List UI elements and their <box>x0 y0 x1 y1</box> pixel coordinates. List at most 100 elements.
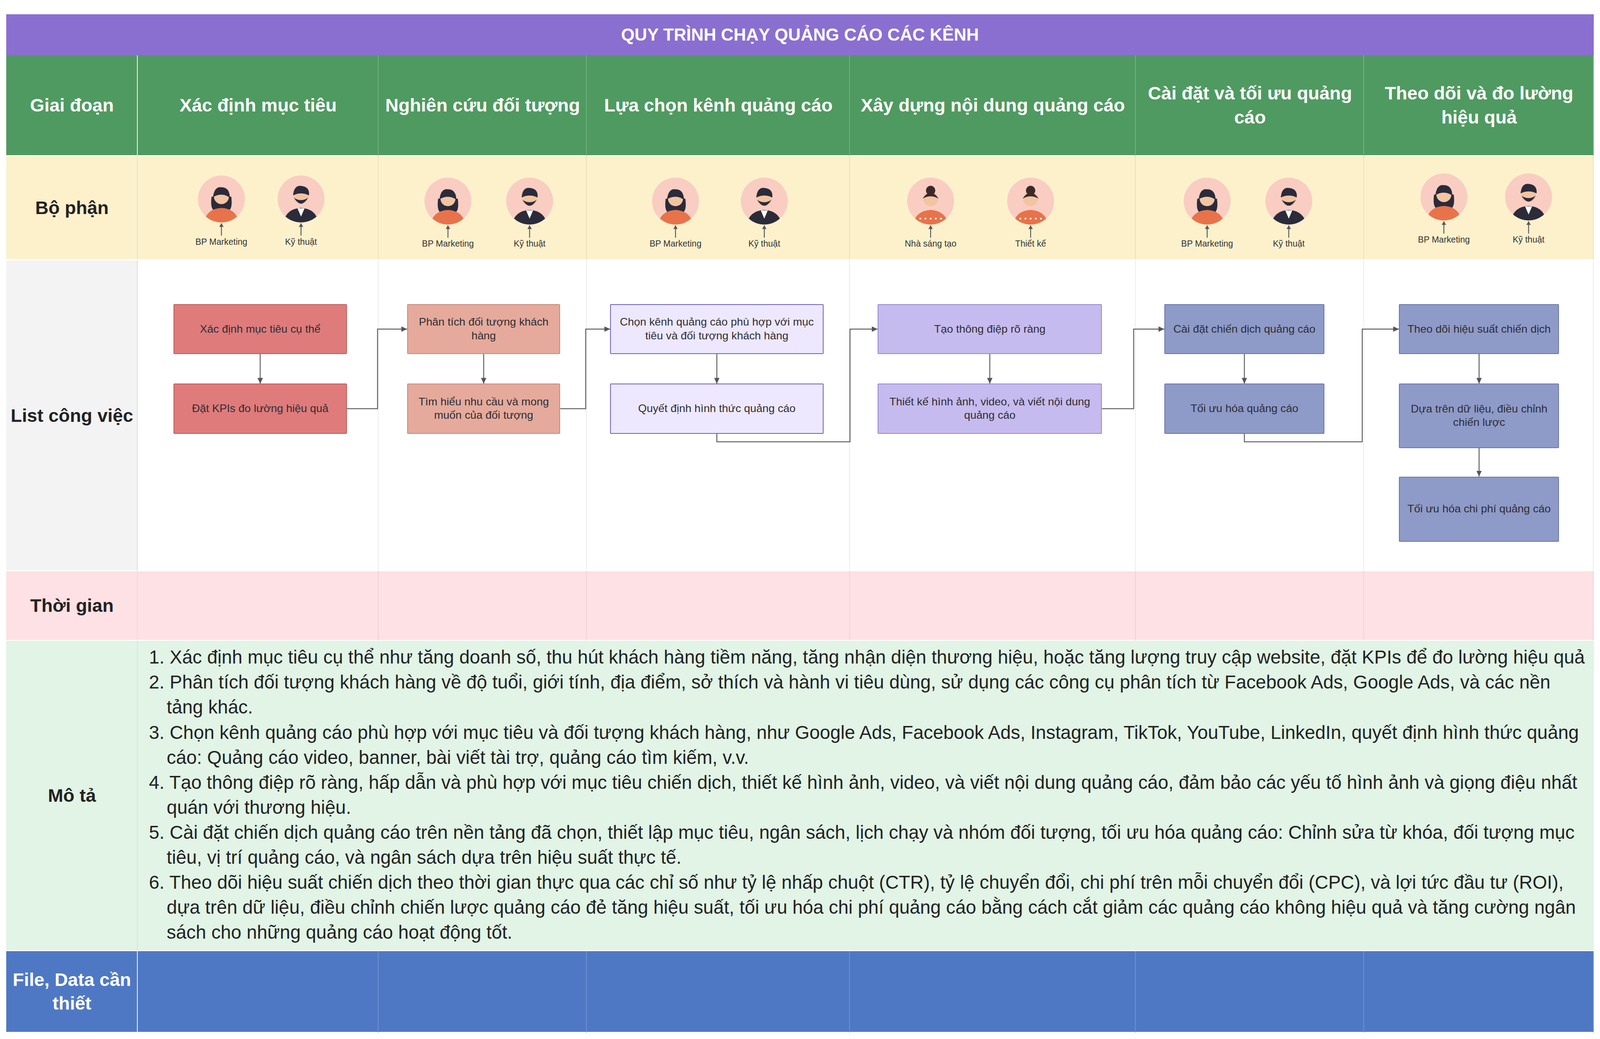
role-caption: BP Marketing <box>170 235 273 248</box>
dots <box>1029 217 1032 220</box>
hair-top <box>1280 187 1297 198</box>
beard <box>1521 195 1536 202</box>
column-header: Theo dõi và đo lường hiệu quả <box>1368 81 1591 130</box>
avatar-inner <box>1189 189 1225 227</box>
table-cell <box>1364 156 1594 260</box>
person-avatar <box>1007 177 1055 227</box>
role-caption: Kỹ thuật <box>1237 237 1341 250</box>
role-caption: BP Marketing <box>1156 237 1259 250</box>
table-cell <box>1364 571 1594 641</box>
role-caption: Kỹ thuật <box>748 238 780 250</box>
description-item: 1. Xác định mục tiêu cụ thể như tăng doa… <box>148 644 1592 670</box>
body <box>283 207 319 225</box>
row-header: Thời gian <box>6 571 138 641</box>
dots <box>924 217 927 220</box>
pointer-head <box>673 225 678 229</box>
dots <box>940 217 942 220</box>
role-caption: BP Marketing <box>1418 234 1470 246</box>
body <box>1189 210 1225 227</box>
person-avatar <box>907 177 954 227</box>
body <box>1426 206 1462 223</box>
box-text: Theo dõi hiệu suất chiến dịch <box>1407 322 1551 337</box>
description-list: 1. Xác định mục tiêu cụ thể như tăng doa… <box>148 644 1592 949</box>
role-caption: Kỹ thuật <box>250 235 353 248</box>
person-avatar <box>1265 177 1312 227</box>
table-cell <box>1135 951 1365 1033</box>
table-cell <box>378 951 587 1033</box>
description-item: 6. Theo dõi hiệu suất chiến dịch theo th… <box>148 870 1592 945</box>
description-item: 5. Cài đặt chiến dịch quảng cáo trên nền… <box>148 820 1592 871</box>
column-header: Nghiên cứu đối tượng <box>378 55 587 157</box>
dots <box>1024 217 1027 220</box>
pointer-head <box>1028 225 1033 229</box>
box-text: Tối ưu hóa chi phí quảng cáo <box>1407 502 1551 516</box>
shirt <box>1525 206 1533 215</box>
avatar-inner <box>746 187 782 227</box>
table-cell <box>1135 571 1365 641</box>
dots <box>1019 217 1022 220</box>
person-avatar <box>1505 173 1552 223</box>
role-caption: Kỹ thuật <box>1272 238 1305 250</box>
table-cell <box>137 951 379 1033</box>
body <box>746 210 782 227</box>
row-header: Bộ phận <box>35 196 109 221</box>
pointer-head <box>1526 221 1531 225</box>
avatar-inner <box>283 185 319 225</box>
shirt <box>297 208 305 217</box>
column-header: Lựa chọn kênh quảng cáo <box>604 93 833 118</box>
pointer-head <box>762 225 767 229</box>
role-caption: Kỹ thuật <box>284 236 317 248</box>
hair-top <box>667 189 685 200</box>
hair-top <box>922 192 939 199</box>
row-header: Giai đoạn <box>6 55 138 157</box>
person-avatar <box>424 177 472 227</box>
role-caption: BP Marketing <box>624 237 727 250</box>
table-cell <box>137 156 379 260</box>
role-caption: Kỹ thuật <box>1512 234 1545 246</box>
avatar-circle <box>506 177 553 225</box>
column-header: Xác định mục tiêu <box>179 93 337 118</box>
person-avatar <box>1420 173 1468 223</box>
column-header: Nghiên cứu đối tượng <box>385 93 581 118</box>
pointer-head <box>928 225 933 229</box>
row-header: File, Data cần thiết <box>10 968 134 1016</box>
avatar-inner <box>430 189 466 227</box>
table-cell <box>378 156 587 260</box>
table-cell <box>378 571 587 641</box>
column-header: Lựa chọn kênh quảng cáo <box>586 55 850 157</box>
row-header: Thời gian <box>30 593 114 619</box>
box-text: Dựa trên dữ liệu, điều chỉnh chiến lược <box>1405 402 1554 430</box>
connector <box>716 354 718 384</box>
column-header: Cài đặt và tối ưu quảng cáo <box>1135 55 1365 157</box>
dots <box>1035 217 1037 220</box>
connector <box>1478 354 1480 384</box>
role-caption: Nhà sáng tạo <box>879 237 982 250</box>
dots <box>929 217 932 220</box>
avatar-inner <box>912 185 949 227</box>
connector <box>483 354 485 384</box>
box-text: Đặt KPIs đo lường hiệu quả <box>191 401 329 416</box>
dots <box>919 217 922 220</box>
column-header: Xây dựng nội dung quảng cáo <box>849 55 1136 157</box>
pointer-head <box>298 223 304 227</box>
box-text: Tìm hiểu nhu cầu và mong muốn của đối tư… <box>412 395 554 423</box>
row-header: Bộ phận <box>6 156 138 260</box>
description-item: 4. Tạo thông điệp rõ ràng, hấp dẫn và ph… <box>148 770 1592 821</box>
row-header: List công việc <box>6 260 138 572</box>
diagram-title: QUY TRÌNH CHẠY QUẢNG CÁO CÁC KÊNH <box>6 14 1595 56</box>
box-text: Xác định mục tiêu cụ thể <box>199 322 321 337</box>
process-box: Thiết kế hình ảnh, video, và viết nội du… <box>877 383 1102 434</box>
connector <box>989 354 991 384</box>
role-caption: BP Marketing <box>649 238 702 250</box>
beard <box>757 199 772 206</box>
column-header: Xây dựng nội dung quảng cáo <box>860 93 1126 118</box>
table-cell <box>586 156 850 260</box>
beard <box>293 197 309 204</box>
table-cell <box>1135 156 1365 260</box>
process-box: Tìm hiểu nhu cầu và mong muốn của đối tư… <box>407 383 561 434</box>
person-avatar <box>1183 177 1231 227</box>
box-text: Tạo thông điệp rõ ràng <box>934 322 1046 337</box>
body <box>912 210 949 227</box>
process-box: Cài đặt chiến dịch quảng cáo <box>1164 304 1325 355</box>
beard <box>1281 199 1296 206</box>
